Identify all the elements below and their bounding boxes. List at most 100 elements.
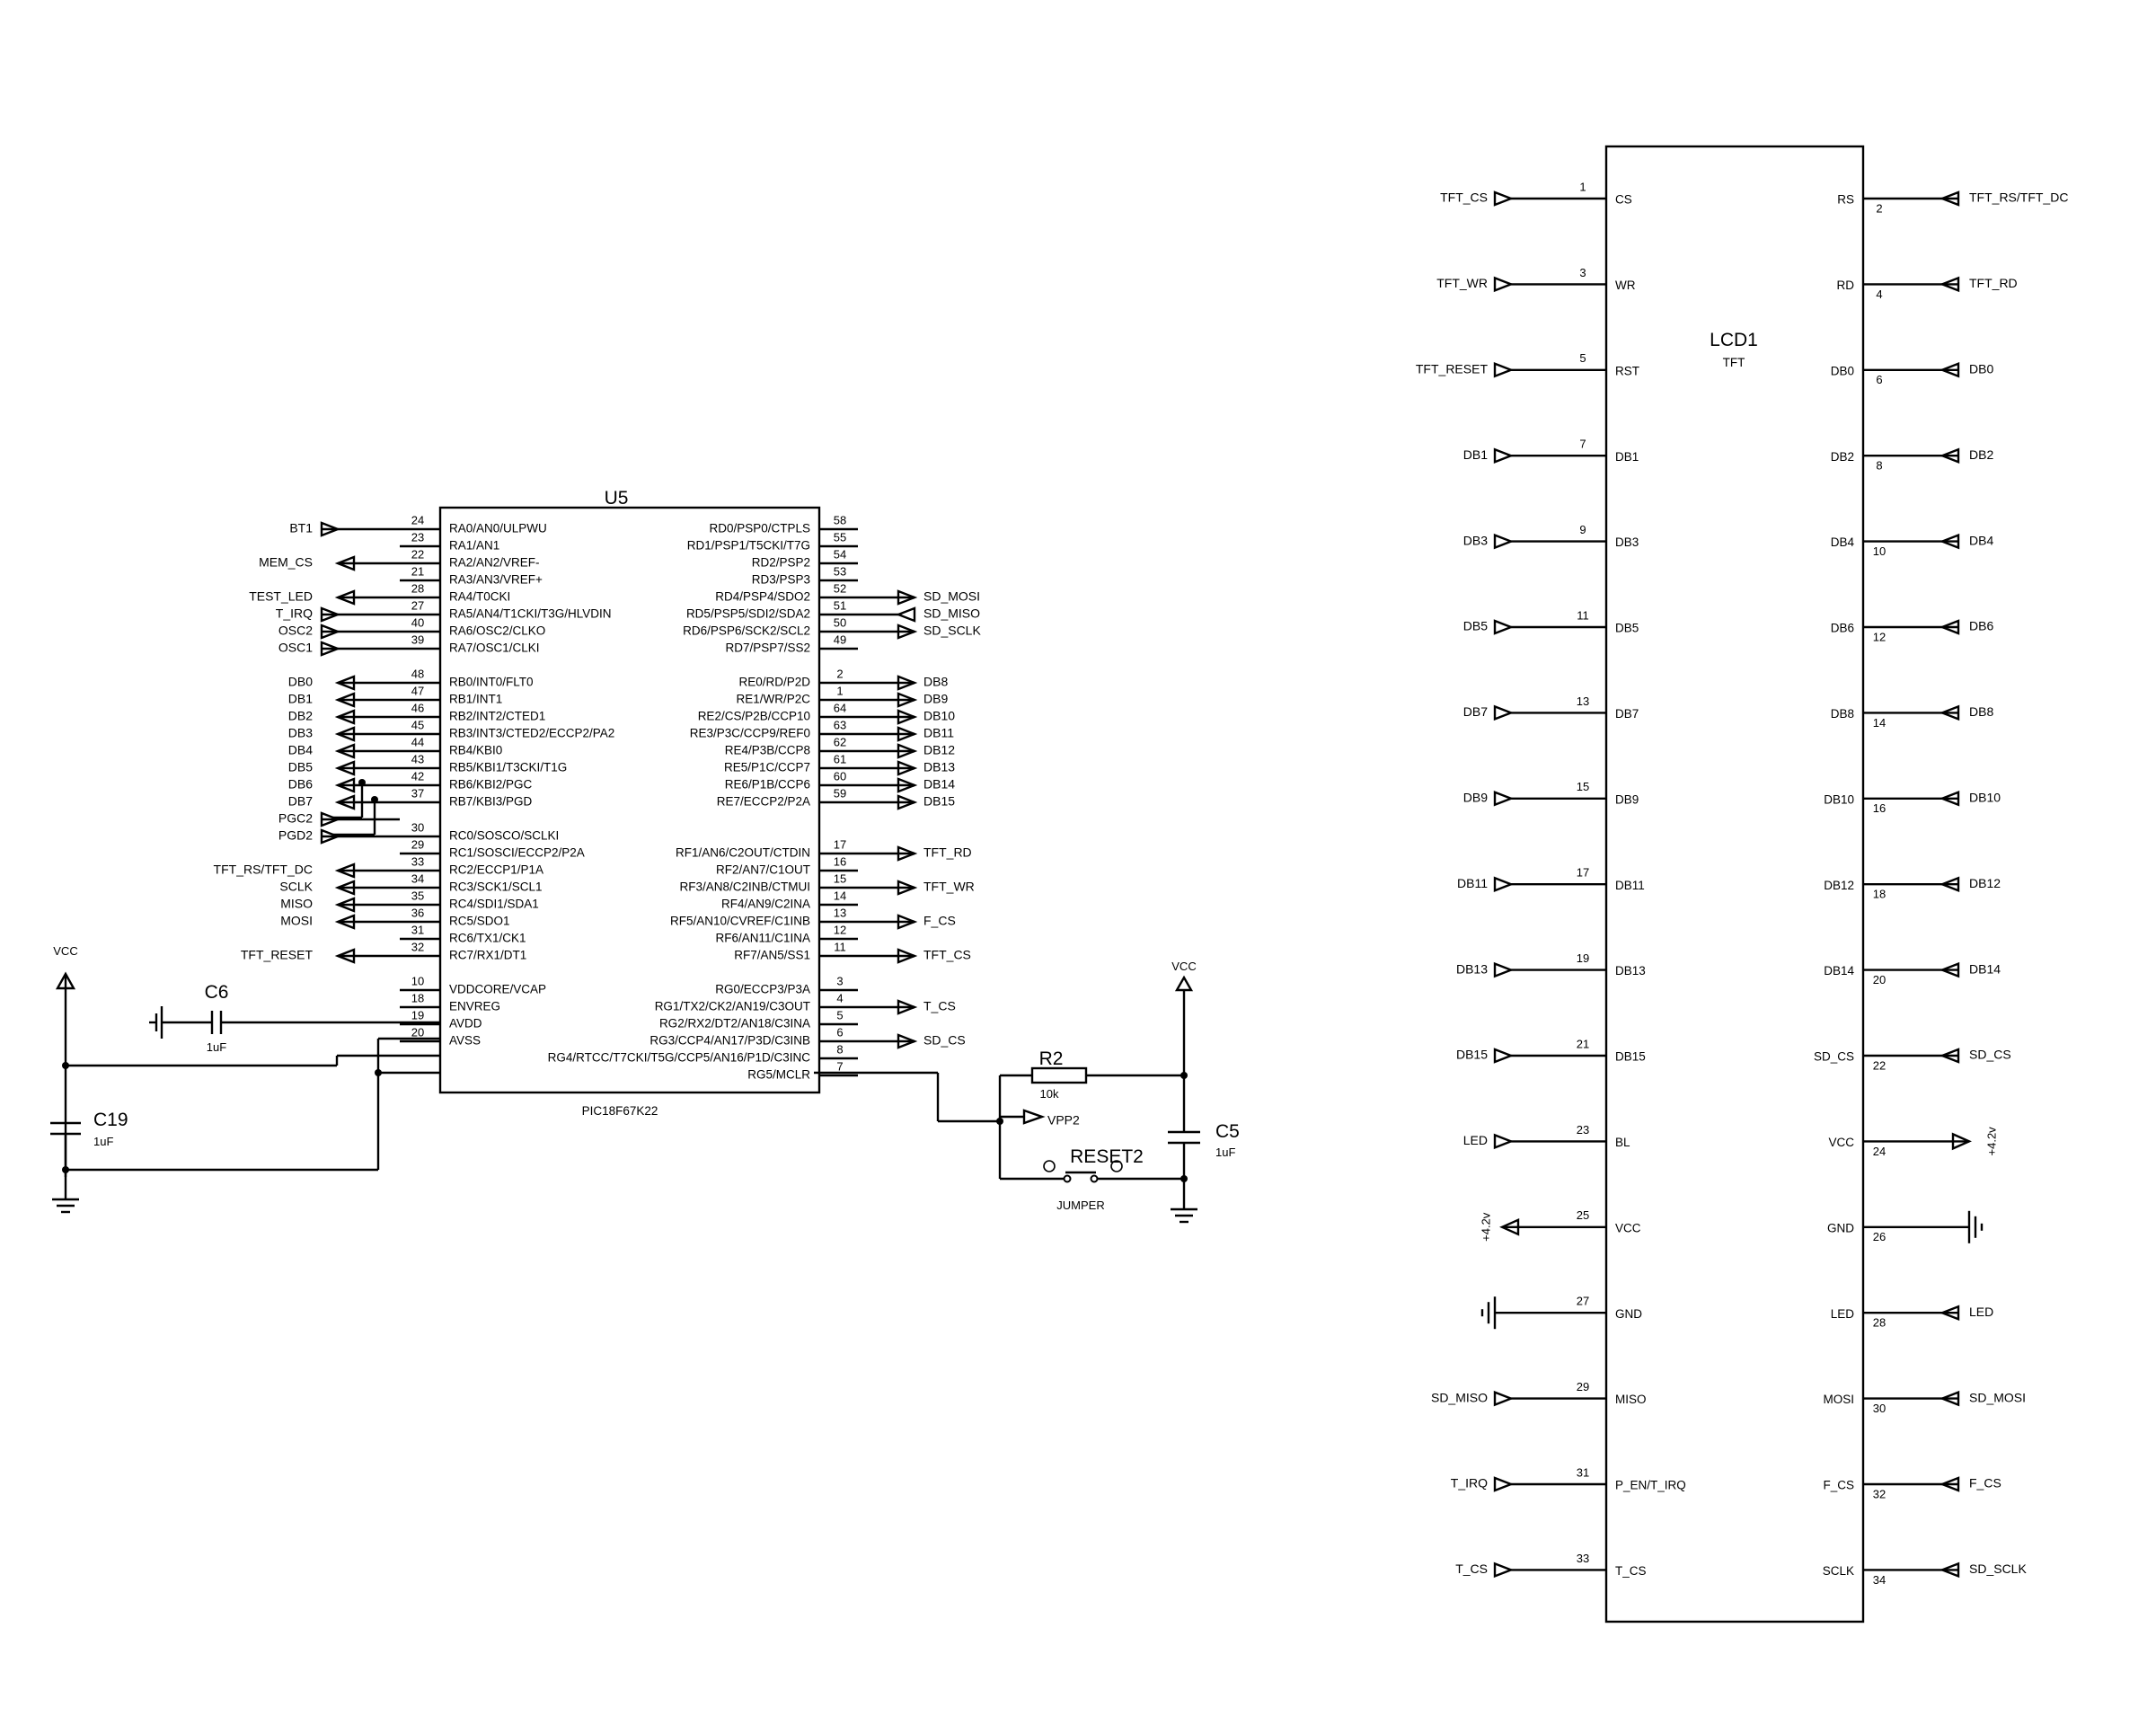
lcd1-pin-name: SCLK bbox=[1823, 1564, 1854, 1578]
reset2-value-label: JUMPER bbox=[1056, 1199, 1104, 1212]
lcd1-net-label: TFT_WR bbox=[1436, 276, 1488, 290]
net-port-pgc2 bbox=[320, 811, 400, 827]
lcd1-pin-name: DB5 bbox=[1615, 622, 1639, 635]
net-port-sd-sclk bbox=[858, 624, 918, 640]
lcd1-net-label: DB14 bbox=[1969, 961, 2001, 976]
lcd1-pin-number: 17 bbox=[1577, 866, 1589, 880]
lcd1-net-label: T_IRQ bbox=[1451, 1476, 1488, 1491]
vcc-right-label: VCC bbox=[1171, 960, 1196, 973]
lcd1-pin-number: 9 bbox=[1579, 523, 1586, 536]
u5-pin-name: RG2/RX2/DT2/AN18/C3INA bbox=[659, 1017, 810, 1031]
lcd1-pin-number: 25 bbox=[1577, 1208, 1589, 1222]
lcd1-pin-name: F_CS bbox=[1823, 1479, 1854, 1492]
lcd1-net-label: DB2 bbox=[1969, 447, 1993, 462]
lcd1-pin-name: DB11 bbox=[1615, 879, 1645, 892]
u5-pin-number: 1 bbox=[836, 684, 843, 697]
net-port-db9 bbox=[858, 692, 918, 708]
lcd1-pin-name: GND bbox=[1615, 1307, 1642, 1321]
u5-pin-name: RF1/AN6/C2OUT/CTDIN bbox=[676, 846, 810, 860]
lcd1-pin-number: 29 bbox=[1577, 1380, 1589, 1393]
lcd1-pin-name: MISO bbox=[1615, 1393, 1647, 1406]
lcd1-pin-name: P_EN/T_IRQ bbox=[1615, 1479, 1686, 1492]
u5-net-label: DB7 bbox=[288, 794, 313, 809]
lcd1-pin-name: DB0 bbox=[1831, 364, 1854, 377]
lcd1-net-label: DB4 bbox=[1969, 533, 1993, 547]
lcd1-pin-name: CS bbox=[1615, 193, 1632, 207]
u5-pin-number: 64 bbox=[834, 701, 846, 714]
net-port-sclk bbox=[334, 880, 400, 896]
u5-pin-name: RE3/P3C/CCP9/REF0 bbox=[690, 727, 810, 740]
reset-circuit bbox=[814, 975, 1200, 1224]
lcd1-pin-number: 32 bbox=[1873, 1487, 1886, 1500]
u5-pin-number: 21 bbox=[411, 564, 424, 578]
lcd1-net-label: DB1 bbox=[1463, 447, 1488, 462]
lcd1-pin-name: DB3 bbox=[1615, 535, 1639, 549]
lcd1-net-label: TFT_RESET bbox=[1416, 362, 1489, 376]
lcd1-pin-number: 16 bbox=[1873, 801, 1886, 815]
u5-pin-name: RE7/ECCP2/P2A bbox=[717, 795, 810, 809]
lcd1-pin-name: SD_CS bbox=[1814, 1050, 1854, 1064]
lcd1-net-label: DB0 bbox=[1969, 362, 1993, 376]
net-port-t-irq bbox=[320, 606, 400, 623]
lcd1-pin-number: 8 bbox=[1876, 459, 1882, 473]
u5-net-label: SCLK bbox=[279, 880, 313, 894]
lcd1-pin-name: DB2 bbox=[1831, 450, 1854, 464]
u5-net-label: OSC2 bbox=[278, 624, 313, 638]
u5-pin-number: 12 bbox=[834, 923, 846, 936]
net-port-osc2 bbox=[320, 624, 400, 640]
u5-pin-name: RE5/P1C/CCP7 bbox=[724, 761, 810, 774]
lcd1-net-label: DB6 bbox=[1969, 619, 1993, 633]
u5-pin-name: RB3/INT3/CTED2/ECCP2/PA2 bbox=[449, 727, 614, 740]
lcd1-net-label: TFT_RS/TFT_DC bbox=[1969, 190, 2068, 205]
u5-net-label: DB1 bbox=[288, 692, 313, 706]
lcd1-pin-number: 26 bbox=[1873, 1230, 1886, 1243]
lcd1-pin-name: DB6 bbox=[1831, 622, 1854, 635]
net-port-tft-reset bbox=[334, 948, 400, 964]
u5-pin-name: RG0/ECCP3/P3A bbox=[715, 983, 810, 996]
u5-pin-number: 14 bbox=[834, 889, 846, 902]
u5-pin-number: 16 bbox=[834, 854, 846, 868]
u5-pin-number: 32 bbox=[411, 940, 424, 953]
r2-value-label: 10k bbox=[1040, 1087, 1059, 1101]
net-port-db6 bbox=[334, 777, 400, 793]
u5-net-label: DB10 bbox=[923, 709, 955, 723]
u5-pin-number: 54 bbox=[834, 547, 846, 561]
lcd1-pin-name: DB4 bbox=[1831, 535, 1855, 549]
u5-pin-number: 52 bbox=[834, 581, 846, 595]
u5-pin-number: 63 bbox=[834, 718, 846, 731]
lcd1-pin-name: RS bbox=[1837, 193, 1854, 207]
lcd1-pin-name: DB13 bbox=[1615, 964, 1646, 978]
u5-pin-name: RC5/SDO1 bbox=[449, 915, 510, 928]
net-port-sd-mosi bbox=[858, 589, 918, 606]
u5-net-label: DB13 bbox=[923, 760, 955, 774]
c5-value-label: 1uF bbox=[1215, 1146, 1235, 1159]
u5-pin-number: 61 bbox=[834, 752, 846, 765]
lcd1-pin-number: 3 bbox=[1579, 266, 1586, 279]
u5-net-label: DB14 bbox=[923, 777, 955, 792]
u5-net-label: DB3 bbox=[288, 726, 313, 740]
u5-pin-number: 4 bbox=[836, 991, 843, 1004]
lcd1-power-label: +4.2v bbox=[1479, 1212, 1492, 1242]
lcd1-pin-number: 28 bbox=[1873, 1316, 1886, 1330]
lcd1-pin-name: BL bbox=[1615, 1136, 1630, 1149]
u5-pin-name: RG4/RTCC/T7CKI/T5G/CCP5/AN16/P1D/C3INC bbox=[548, 1051, 811, 1065]
u5-pin-number: 11 bbox=[834, 940, 846, 953]
net-port-pgd2 bbox=[320, 828, 400, 845]
lcd1-pin-number: 19 bbox=[1577, 951, 1589, 965]
lcd1-pin-number: 23 bbox=[1577, 1123, 1589, 1137]
u5-net-label: DB4 bbox=[288, 743, 313, 757]
u5-pin-name: RB4/KBI0 bbox=[449, 744, 502, 757]
lcd1-pin-name: RST bbox=[1615, 364, 1639, 377]
u5-pin-number: 23 bbox=[411, 530, 424, 544]
net-port-f-cs bbox=[858, 914, 918, 930]
u5-pin-number: 44 bbox=[411, 735, 424, 748]
